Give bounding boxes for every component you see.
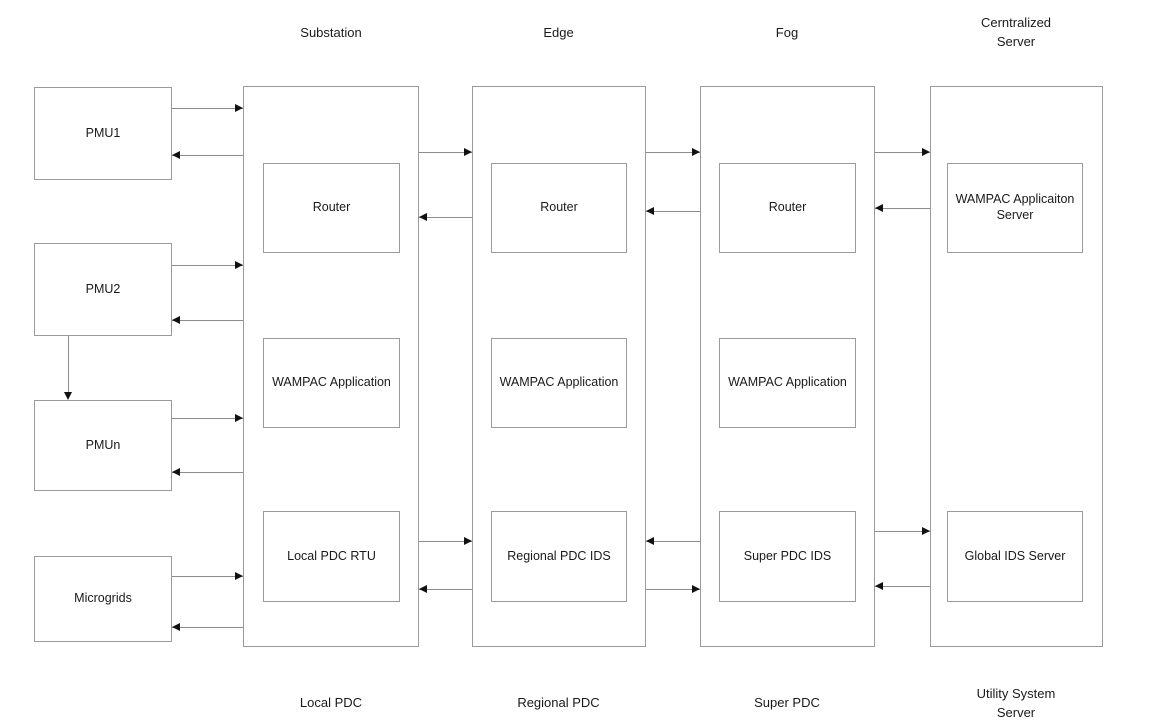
connector-substation-to-pmu2 xyxy=(172,320,243,321)
connector-microgrids-to-substation xyxy=(172,576,243,577)
connector-regional-pdc-to-super-pdc xyxy=(646,589,700,590)
connector-edge-router-to-fog-router xyxy=(646,152,700,153)
arrow-head-pmun-to-substation xyxy=(235,413,243,422)
connector-super-pdc-to-regional-pdc xyxy=(646,541,700,542)
connector-fog-router-to-wampac-server xyxy=(875,152,930,153)
node-substation-router[interactable]: Router xyxy=(263,163,400,253)
connector-substation-router-to-edge-router xyxy=(419,152,472,153)
arrow-head-substation-to-pmu2 xyxy=(172,315,180,324)
source-box-pmu1[interactable]: PMU1 xyxy=(34,87,172,180)
arrow-head-edge-router-to-substation-router xyxy=(419,212,427,221)
connector-edge-router-to-substation-router xyxy=(419,217,472,218)
connector-pmu2-to-substation xyxy=(172,265,243,266)
tier-footer-regional-pdc: Regional PDC xyxy=(517,695,600,710)
source-box-pmun[interactable]: PMUn xyxy=(34,400,172,491)
node-substation-wampac-application[interactable]: WAMPAC Application xyxy=(263,338,400,428)
arrow-head-microgrids-to-substation xyxy=(235,571,243,580)
arrow-head-wampac-server-to-fog-router xyxy=(875,203,883,212)
arrow-head-regional-pdc-to-super-pdc xyxy=(692,584,700,593)
node-substation-local-pdc-rtu[interactable]: Local PDC RTU xyxy=(263,511,400,602)
connector-global-ids-to-super-pdc xyxy=(875,586,930,587)
node-fog-router[interactable]: Router xyxy=(719,163,856,253)
node-edge-regional-pdc-ids[interactable]: Regional PDC IDS xyxy=(491,511,627,602)
node-global-ids-server[interactable]: Global IDS Server xyxy=(947,511,1083,602)
tier-header-centralized-server: Cerntralized Server xyxy=(980,15,1052,49)
connector-local-pdc-to-regional-pdc xyxy=(419,541,472,542)
connector-substation-to-pmun xyxy=(172,472,243,473)
connector-substation-to-microgrids xyxy=(172,627,243,628)
arrow-head-global-ids-to-super-pdc xyxy=(875,581,883,590)
arrow-head-fog-router-to-edge-router xyxy=(646,206,654,215)
arrow-head-regional-pdc-to-local-pdc xyxy=(419,584,427,593)
arrow-head-fog-router-to-wampac-server xyxy=(922,147,930,156)
source-box-microgrids[interactable]: Microgrids xyxy=(34,556,172,642)
connector-substation-to-pmu1 xyxy=(172,155,243,156)
arrow-head-substation-to-pmu1 xyxy=(172,150,180,159)
arrow-head-super-pdc-to-regional-pdc xyxy=(646,536,654,545)
arrow-head-substation-to-microgrids xyxy=(172,622,180,631)
connector-regional-pdc-to-local-pdc xyxy=(419,589,472,590)
tier-footer-super-pdc: Super PDC xyxy=(754,695,820,710)
node-wampac-applicaiton-server[interactable]: WAMPAC Applicaiton Server xyxy=(947,163,1083,253)
tier-header-edge: Edge xyxy=(543,25,574,40)
arrow-head-super-pdc-to-global-ids xyxy=(922,526,930,535)
arrow-head-edge-router-to-fog-router xyxy=(692,147,700,156)
source-box-pmu2[interactable]: PMU2 xyxy=(34,243,172,336)
node-fog-wampac-application[interactable]: WAMPAC Application xyxy=(719,338,856,428)
arrow-head-local-pdc-to-regional-pdc xyxy=(464,536,472,545)
tier-header-fog: Fog xyxy=(775,25,799,40)
connector-pmun-to-substation xyxy=(172,418,243,419)
tier-footer-local-pdc: Local PDC xyxy=(299,695,363,710)
arrow-head-pmu2-to-substation xyxy=(235,260,243,269)
arrow-head-substation-to-pmun xyxy=(172,467,180,476)
arrow-head-substation-router-to-edge-router xyxy=(464,147,472,156)
node-edge-wampac-application[interactable]: WAMPAC Application xyxy=(491,338,627,428)
connector-wampac-server-to-fog-router xyxy=(875,208,930,209)
connector-pmu2-to-pmun xyxy=(68,336,69,393)
node-fog-super-pdc-ids[interactable]: Super PDC IDS xyxy=(719,511,856,602)
connector-super-pdc-to-global-ids xyxy=(875,531,930,532)
tier-footer-utility-system-server: Utility System Server xyxy=(976,686,1056,720)
connector-fog-router-to-edge-router xyxy=(646,211,700,212)
arrow-head-pmu1-to-substation xyxy=(235,103,243,112)
arrow-head-pmu2-to-pmun xyxy=(63,392,72,400)
tier-header-substation: Substation xyxy=(300,25,362,40)
node-edge-router[interactable]: Router xyxy=(491,163,627,253)
connector-pmu1-to-substation xyxy=(172,108,243,109)
